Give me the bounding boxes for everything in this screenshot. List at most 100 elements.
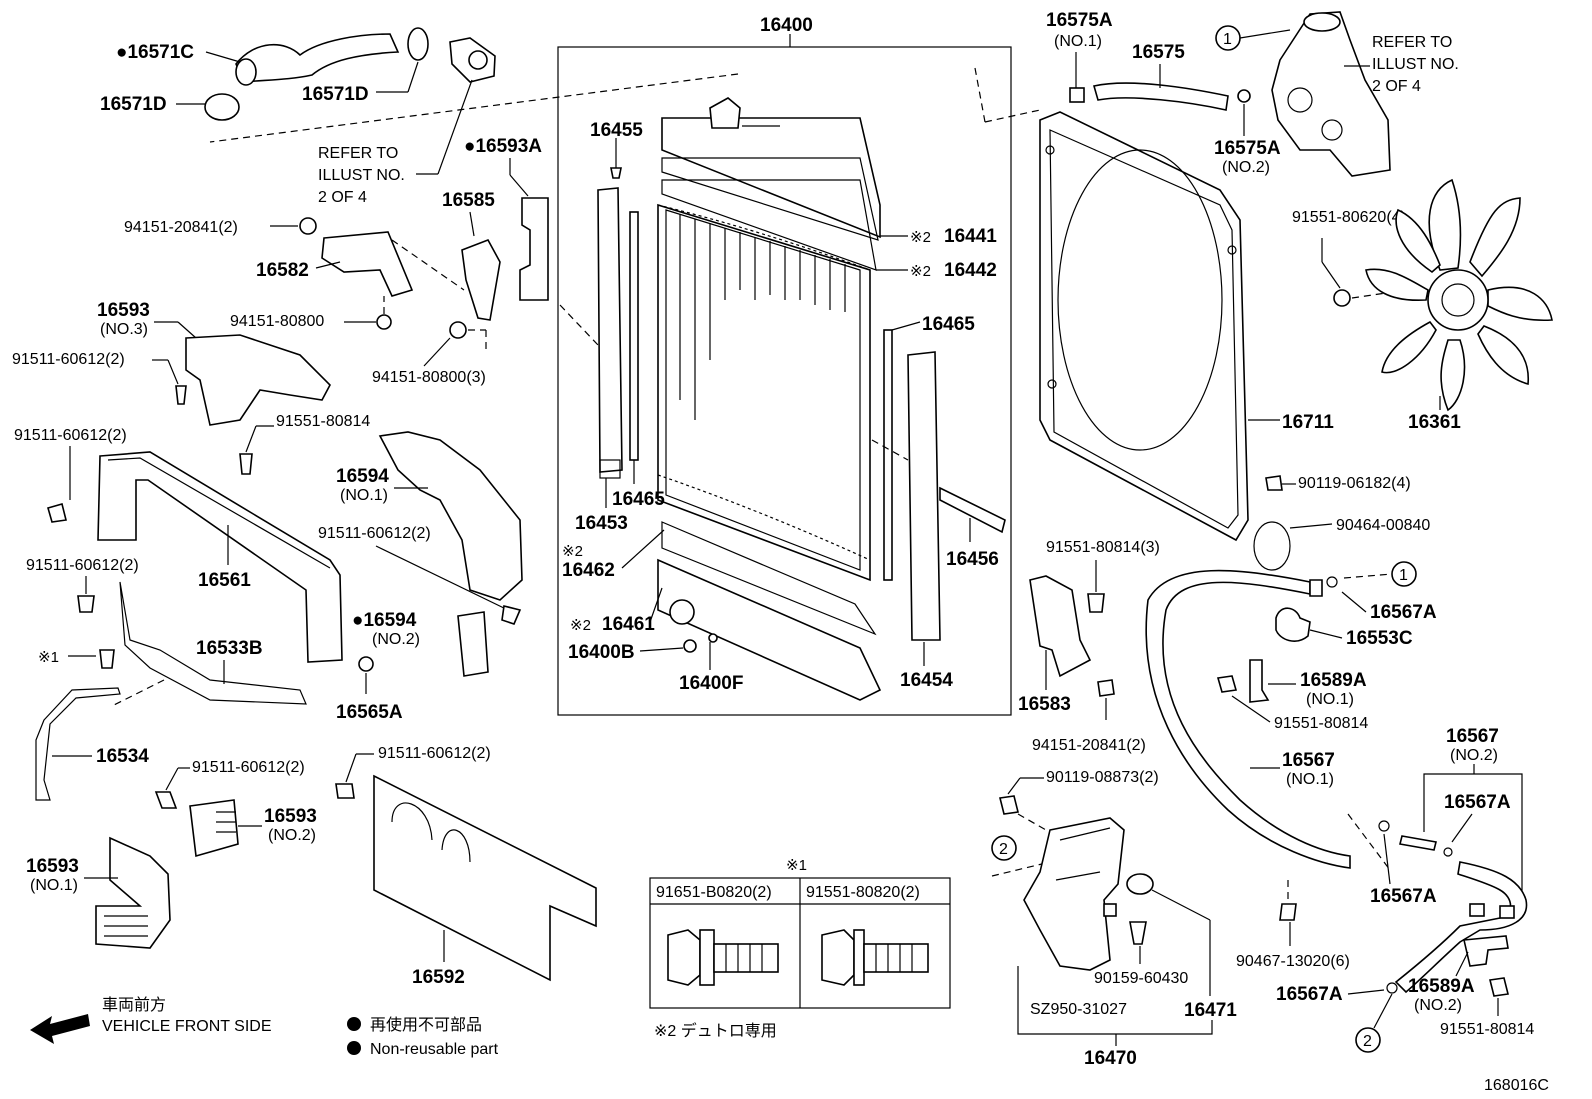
label-90159-60430: 90159-60430 — [1094, 970, 1188, 987]
label-91511-60612-d: 91511-60612(2) — [26, 557, 139, 574]
label-16561: 16561 — [198, 570, 251, 591]
radiator-upper-tank — [661, 117, 881, 239]
shroud-16593-no3 — [185, 334, 331, 426]
label-91551-80814-a: 91551-80814 — [276, 413, 370, 430]
callout-1-top: 1 — [1223, 31, 1232, 48]
bracket-16582 — [321, 231, 414, 297]
label-16533B: 16533B — [196, 638, 263, 659]
shroud-16593-no1 — [95, 836, 171, 949]
label-SZ950-31027: SZ950-31027 — [1030, 1001, 1127, 1018]
label-16582: 16582 — [256, 260, 309, 281]
callout-2-left: 2 — [999, 841, 1008, 858]
label-16400: 16400 — [760, 15, 813, 36]
diagram-id: 168016C — [1484, 1077, 1549, 1094]
nut-94151-20841-a — [299, 217, 317, 235]
reservoir-tank-16470 — [1023, 817, 1125, 971]
label-16456: 16456 — [946, 549, 999, 570]
stay-16533B — [119, 581, 307, 705]
left-upper-parts: ●16593A 16585 94151-20841(2) 16582 94151… — [12, 136, 549, 426]
label-16470: 16470 — [1084, 1048, 1137, 1069]
callout-2-bottom-icon — [1355, 1027, 1381, 1053]
label-16571D-left: 16571D — [100, 94, 167, 115]
label-91551-80814-3: 91551-80814(3) — [1046, 539, 1160, 556]
mark-2-d: ※2 — [570, 617, 591, 634]
left-lower-parts: 91511-60612(2) 91511-60612(2) 16593 (NO.… — [26, 745, 597, 988]
label-16400F: 16400F — [679, 673, 743, 694]
label-91551-80814-b: 91551-80814 — [1274, 715, 1368, 732]
clamp-16571D-left — [204, 93, 240, 121]
label-16567A-a: 16567A — [1370, 602, 1437, 623]
part-16594-no2 — [457, 611, 489, 677]
label-no2-e: (NO.2) — [1414, 997, 1462, 1014]
callout-2-left-icon — [991, 835, 1017, 861]
part-16585 — [461, 239, 501, 321]
label-94151-20841-a: 94151-20841(2) — [124, 219, 238, 236]
radiator-assembly-group: 16400 — [209, 15, 1041, 716]
legend-front-jp: 車両前方 — [102, 996, 166, 1014]
label-16465-left: 16465 — [612, 489, 665, 510]
bolt-91551-80820-icon — [821, 929, 929, 986]
mark-2-a: ※2 — [910, 229, 931, 246]
label-no2-a: (NO.2) — [372, 631, 420, 648]
nut-94151-80800 — [376, 314, 392, 330]
clamp-16571D-mid — [407, 27, 429, 61]
label-16575A-top: 16575A — [1046, 10, 1113, 31]
label-16592: 16592 — [412, 967, 465, 988]
label-16534: 16534 — [96, 746, 149, 767]
support-16561 — [97, 451, 343, 663]
label-16593-no1: 16593 — [26, 856, 79, 877]
callout-1-mid: 1 — [1399, 567, 1408, 584]
vehicle-front-arrow-icon — [30, 1014, 90, 1044]
label-16575: 16575 — [1132, 42, 1185, 63]
label-90119-08873: 90119-08873(2) — [1046, 769, 1159, 786]
refer-note-1-line2: ILLUST NO. — [318, 167, 405, 184]
label-no1-a: (NO.1) — [340, 487, 388, 504]
label-91511-60612-e: 91511-60612(2) — [192, 759, 305, 776]
label-90119-06182: 90119-06182(4) — [1298, 475, 1411, 492]
label-16594-no2: ●16594 — [352, 610, 417, 631]
radiator-core — [657, 203, 871, 582]
label-no1-b: (NO.1) — [30, 877, 78, 894]
gasket-16441 — [661, 157, 879, 241]
refer-note-1-line1: REFER TO — [318, 145, 398, 162]
label-16400B: 16400B — [568, 642, 635, 663]
refer-note-2-line3: 2 OF 4 — [1372, 78, 1421, 95]
table-mark: ※1 — [786, 857, 807, 874]
left-middle-parts: 91551-80814 91511-60612(2) 16561 16594 (… — [14, 413, 523, 801]
fastener-table: ※1 91651-B0820(2) 91551-80820(2) — [649, 857, 951, 1009]
label-no2-c: (NO.2) — [1222, 159, 1270, 176]
label-16361: 16361 — [1408, 412, 1461, 433]
lower-tank-16461 — [657, 558, 882, 701]
part-16593A — [519, 197, 549, 301]
refer-note-2-line1: REFER TO — [1372, 34, 1452, 51]
nonreuse-bullet-icon — [347, 1017, 361, 1031]
nut-91551-80620 — [1333, 289, 1351, 307]
water-pump — [1271, 11, 1391, 177]
label-16442: 16442 — [944, 260, 997, 281]
label-90464-00840: 90464-00840 — [1336, 517, 1430, 534]
top-right-parts: 16575A (NO.1) 16575 16575A (NO.2) 1 REFE… — [1046, 10, 1459, 307]
label-16711: 16711 — [1282, 412, 1334, 433]
label-16575A-no2: 16575A — [1214, 138, 1281, 159]
legend: 車両前方 VEHICLE FRONT SIDE 再使用不可部品 Non-reus… — [30, 996, 777, 1058]
mark-2-c: ※2 — [562, 543, 583, 560]
label-91511-60612-b: 91511-60612(2) — [14, 427, 127, 444]
label-16567A-b: 16567A — [1444, 792, 1511, 813]
refer-note-1-line3: 2 OF 4 — [318, 189, 367, 206]
label-16593-no3: 16593 — [97, 300, 150, 321]
label-16455: 16455 — [590, 120, 643, 141]
label-16471: 16471 — [1184, 1000, 1237, 1021]
hose-16575 — [1092, 82, 1229, 111]
label-16589A-no2: 16589A — [1408, 976, 1475, 997]
table-col2: 91551-80820(2) — [806, 884, 920, 901]
label-16571D-mid: 16571D — [302, 84, 369, 105]
label-16465-right: 16465 — [922, 314, 975, 335]
bracket-16589A-no2 — [1463, 935, 1509, 967]
seal-16465-right — [883, 329, 893, 581]
gasket-16462 — [661, 521, 877, 636]
label-16594-no1: 16594 — [336, 466, 389, 487]
label-16565A: 16565A — [336, 702, 403, 723]
label-16453: 16453 — [575, 513, 628, 534]
label-94151-80800: 94151-80800 — [230, 313, 324, 330]
upper-hose-group: ●16571C 16571D 16571D REFER TO ILLUST NO… — [100, 27, 496, 206]
